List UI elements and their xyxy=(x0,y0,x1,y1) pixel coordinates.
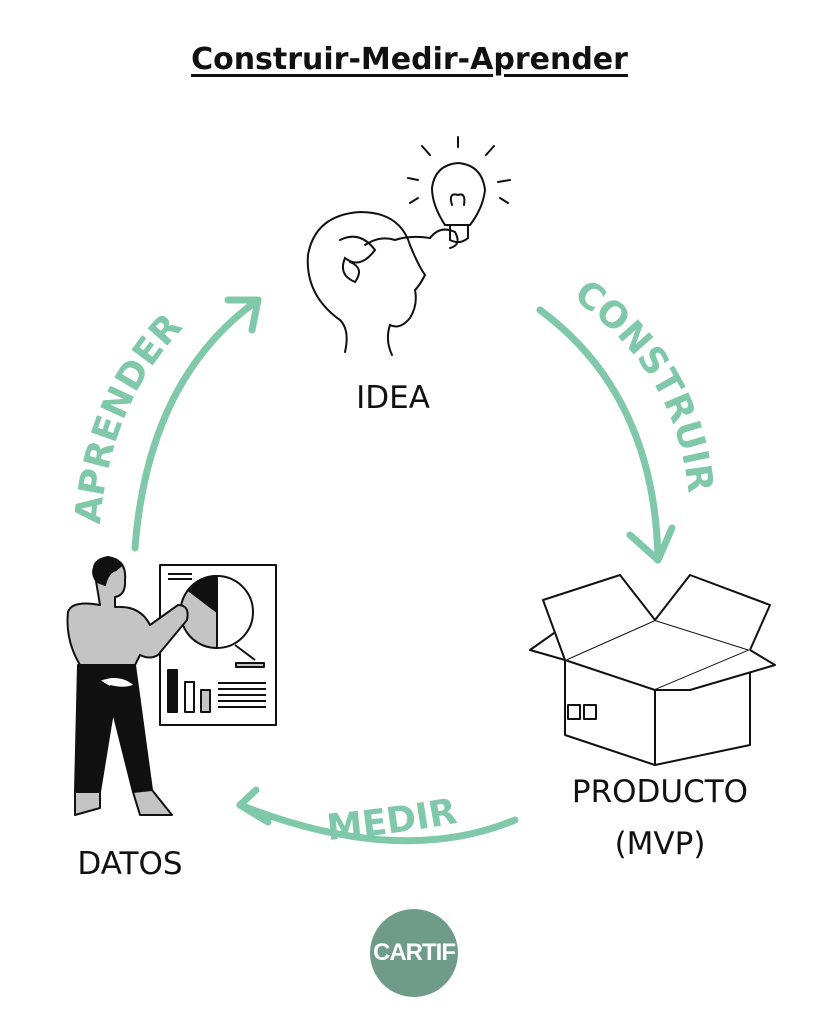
box-icon xyxy=(529,574,776,766)
node-datos: DATOS xyxy=(77,846,183,882)
node-producto-line2: (MVP) xyxy=(614,826,706,862)
node-producto-line1: PRODUCTO xyxy=(571,774,749,810)
diagram-title: Construir-Medir-Aprender xyxy=(191,42,628,77)
aprender-label: APRENDER xyxy=(68,306,190,526)
construir-arrow xyxy=(536,306,676,564)
person-presenting-chart-icon xyxy=(66,556,277,816)
medir-arrow xyxy=(236,786,519,845)
aprender-arrow xyxy=(131,296,262,552)
cartif-logo: CARTIF xyxy=(370,909,458,997)
node-idea: IDEA xyxy=(356,380,430,416)
head-lightbulb-icon xyxy=(306,136,511,356)
